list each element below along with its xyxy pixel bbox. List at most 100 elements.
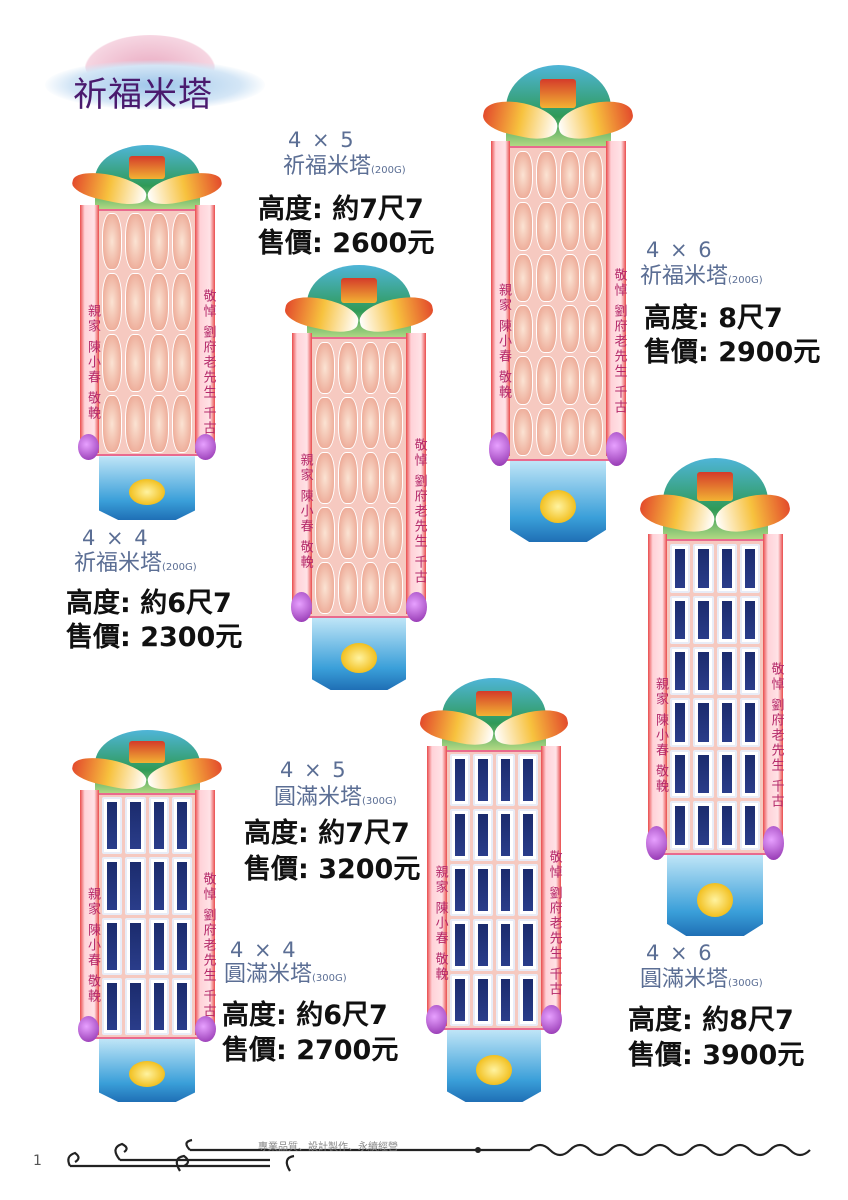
- rice-package: [449, 864, 470, 916]
- rice-package: [148, 796, 169, 855]
- flower-ball-left: [290, 592, 312, 622]
- gold-ingot-decoration: [341, 643, 377, 673]
- product-name: 圓滿米塔(300G): [224, 962, 347, 987]
- price: 售價: 2700元: [222, 1035, 399, 1066]
- rice-package: [582, 407, 603, 457]
- banner-left: 親家 陳小春 敬輓: [292, 333, 313, 614]
- rice-package: [513, 150, 534, 200]
- temple-roof-decoration: [129, 156, 165, 179]
- flower-ball-left: [489, 432, 510, 466]
- temple-roof-decoration: [129, 741, 165, 764]
- rice-package-grid: [102, 212, 192, 453]
- grid-size: 4 × 6: [646, 941, 714, 965]
- rice-package: [495, 918, 516, 971]
- rice-package: [559, 407, 580, 457]
- banner-right: 敬悼 劉府老先生 千古: [541, 745, 562, 1026]
- price: 售價: 2900元: [644, 337, 821, 368]
- rice-package-grid: [102, 796, 192, 1036]
- rice-package: [102, 917, 123, 975]
- rice-package: [536, 202, 557, 251]
- rice-package: [125, 796, 146, 855]
- rice-package: [670, 801, 691, 850]
- page-title-banner: 祈福米塔: [45, 35, 305, 115]
- page-number: 1: [33, 1153, 42, 1169]
- rice-package: [125, 212, 146, 271]
- rice-package: [559, 356, 580, 405]
- rice-package: [739, 749, 760, 799]
- rice-package: [693, 749, 714, 799]
- height-spec: 高度: 約7尺7: [244, 818, 410, 849]
- rice-package: [472, 918, 493, 971]
- tower-image-yuanman-4x6: 親家 陳小春 敬輓敬悼 劉府老先生 千古: [637, 458, 793, 936]
- cloud-decoration: [45, 60, 265, 110]
- rice-package: [716, 749, 737, 799]
- gold-ingot-decoration: [697, 883, 733, 917]
- temple-roof-decoration: [476, 690, 512, 717]
- tower-frame: [495, 146, 621, 461]
- tower-image-yuanman-4x4: 親家 陳小春 敬輓敬悼 劉府老先生 千古: [70, 730, 224, 1102]
- rice-package: [582, 304, 603, 354]
- rice-package: [693, 801, 714, 850]
- rice-package: [716, 801, 737, 850]
- rice-package: [472, 809, 493, 862]
- gold-ingot-decoration: [476, 1055, 512, 1086]
- flower-ball-left: [78, 1016, 99, 1043]
- footer-slogan: 專業品質、設計製作、永續經營: [258, 1142, 398, 1153]
- rice-package: [716, 698, 737, 747]
- banner-left: 親家 陳小春 敬輓: [427, 745, 448, 1026]
- rice-package: [171, 796, 192, 855]
- rice-package: [148, 212, 169, 271]
- banner-left: 親家 陳小春 敬輓: [79, 205, 100, 453]
- temple-roof-decoration: [697, 472, 733, 501]
- rice-package: [171, 212, 192, 271]
- rice-package: [518, 973, 539, 1026]
- gold-ingot-decoration: [540, 489, 576, 523]
- rice-package: [360, 341, 381, 394]
- flower-ball-right: [406, 592, 428, 622]
- rice-package-grid: [513, 150, 603, 457]
- rice-package: [559, 304, 580, 354]
- rice-package: [449, 918, 470, 971]
- banner-left: 親家 陳小春 敬輓: [79, 789, 100, 1036]
- rice-package: [125, 977, 146, 1036]
- page-title: 祈福米塔: [73, 75, 213, 115]
- rice-package: [513, 253, 534, 302]
- rice-package-grid: [314, 341, 404, 614]
- rice-package: [337, 561, 358, 614]
- rice-package: [383, 341, 404, 394]
- tower-image-qifu-4x4: 親家 陳小春 敬輓敬悼 劉府老先生 千古: [70, 145, 224, 520]
- rice-package: [337, 341, 358, 394]
- rice-package: [148, 977, 169, 1036]
- rice-package: [513, 407, 534, 457]
- rice-package: [449, 973, 470, 1026]
- rice-package: [739, 595, 760, 644]
- rice-package: [518, 918, 539, 971]
- rice-package: [739, 647, 760, 696]
- banner-left: 親家 陳小春 敬輓: [490, 141, 511, 457]
- rice-package: [171, 857, 192, 915]
- rice-package: [102, 796, 123, 855]
- rice-package: [171, 917, 192, 975]
- rice-package: [102, 334, 123, 392]
- rice-package: [536, 407, 557, 457]
- rice-package: [716, 544, 737, 593]
- rice-package: [582, 150, 603, 200]
- temple-roof-decoration: [540, 79, 576, 108]
- rice-package: [314, 561, 335, 614]
- rice-package: [337, 506, 358, 559]
- rice-package: [582, 356, 603, 405]
- rice-package: [739, 801, 760, 850]
- rice-package: [125, 273, 146, 331]
- rice-package: [693, 595, 714, 644]
- rice-package: [449, 754, 470, 807]
- rice-package: [559, 150, 580, 200]
- rice-package: [518, 809, 539, 862]
- rice-package: [171, 394, 192, 453]
- rice-package: [536, 253, 557, 302]
- flower-ball-left: [646, 826, 667, 860]
- rice-package: [449, 809, 470, 862]
- rice-package: [102, 273, 123, 331]
- rice-package: [518, 864, 539, 916]
- rice-package: [513, 356, 534, 405]
- height-spec: 高度: 8尺7: [644, 303, 783, 334]
